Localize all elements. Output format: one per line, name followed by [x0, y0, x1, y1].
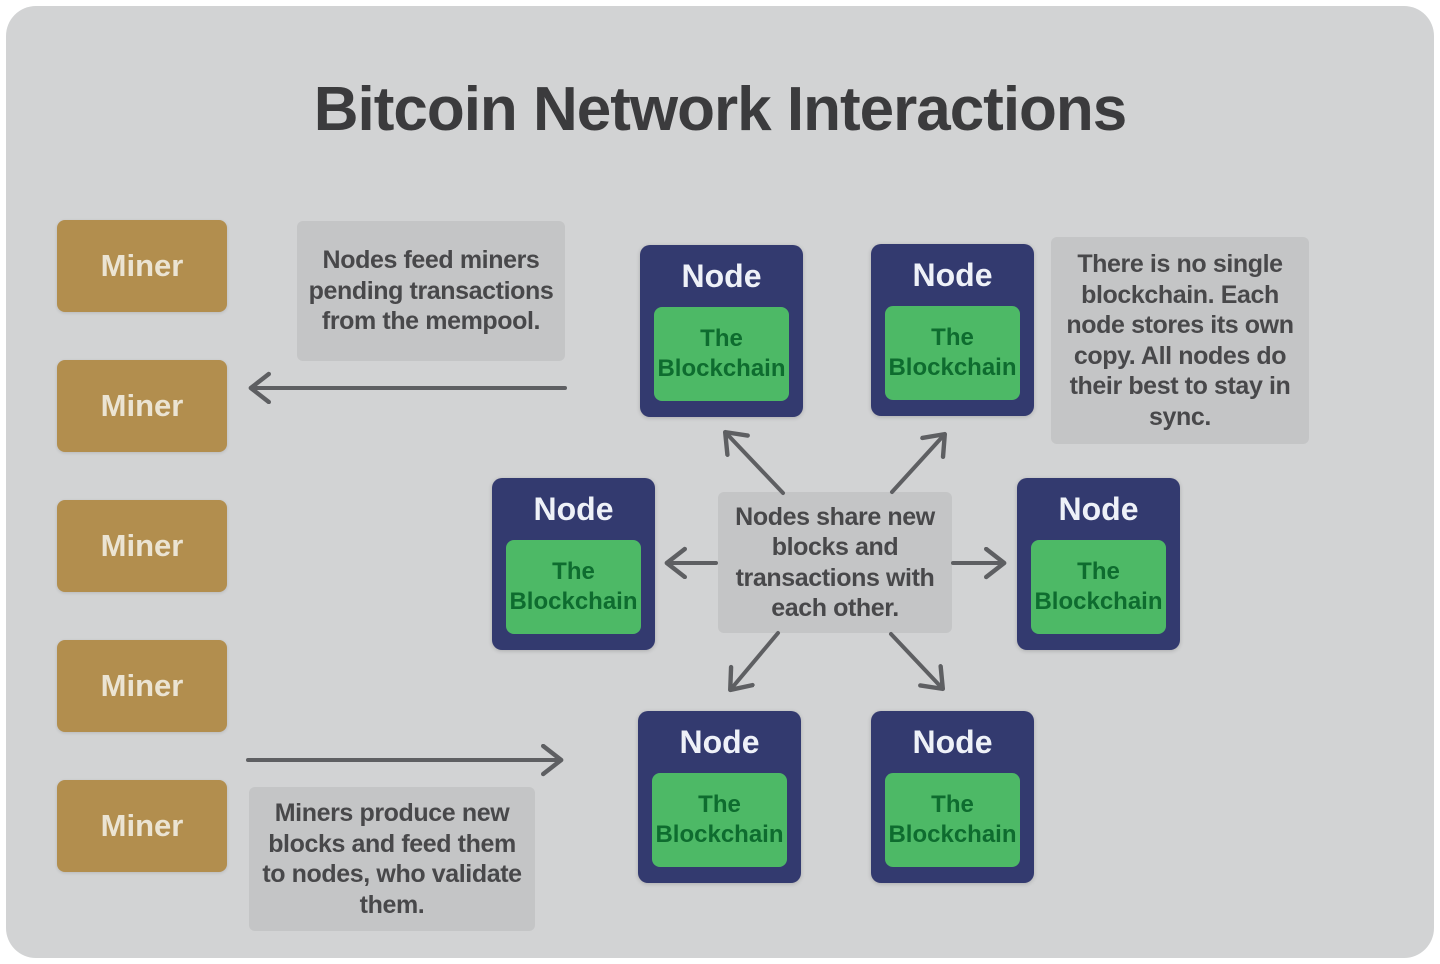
node-label: Node: [679, 723, 760, 760]
node-label: Node: [1058, 490, 1139, 527]
blockchain-box: The Blockchain: [885, 306, 1020, 400]
blockchain-box: The Blockchain: [885, 773, 1020, 867]
page-title: Bitcoin Network Interactions: [313, 75, 1128, 144]
blockchain-box: The Blockchain: [652, 773, 787, 867]
node-box-mid-right: Node The Blockchain: [1017, 478, 1180, 650]
miner-box-5: Miner: [57, 780, 227, 872]
miner-box-1: Miner: [57, 220, 227, 312]
miner-label: Miner: [100, 668, 184, 703]
node-label: Node: [533, 490, 614, 527]
node-label: Node: [681, 257, 762, 294]
node-box-mid-left: Node The Blockchain: [492, 478, 655, 650]
note-mempool: Nodes feed miners pending transactions f…: [297, 221, 565, 361]
blockchain-box: The Blockchain: [1031, 540, 1166, 634]
node-box-bottom-right: Node The Blockchain: [871, 711, 1034, 883]
note-nodes-share: Nodes share new blocks and transactions …: [718, 492, 952, 633]
blockchain-box: The Blockchain: [506, 540, 641, 634]
node-box-top-right: Node The Blockchain: [871, 244, 1034, 416]
note-no-single-blockchain: There is no single blockchain. Each node…: [1051, 237, 1309, 444]
miner-label: Miner: [100, 808, 184, 843]
blockchain-box: The Blockchain: [654, 307, 789, 401]
node-label: Node: [912, 723, 993, 760]
node-box-bottom-left: Node The Blockchain: [638, 711, 801, 883]
miner-box-3: Miner: [57, 500, 227, 592]
miner-label: Miner: [100, 248, 184, 283]
miner-box-4: Miner: [57, 640, 227, 732]
miner-label: Miner: [100, 388, 184, 423]
miner-label: Miner: [100, 528, 184, 563]
note-miners-produce: Miners produce new blocks and feed them …: [249, 787, 535, 931]
node-box-top-left: Node The Blockchain: [640, 245, 803, 417]
miner-box-2: Miner: [57, 360, 227, 452]
node-label: Node: [912, 256, 993, 293]
